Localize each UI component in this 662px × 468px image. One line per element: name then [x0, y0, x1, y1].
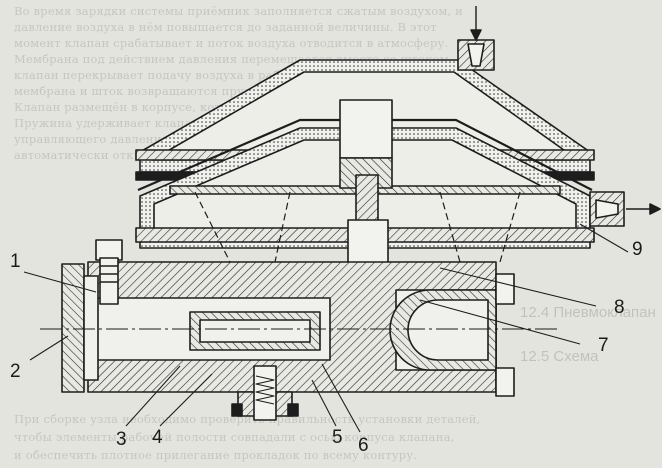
- bg-line: давление воздуха в нём повышается до зад…: [14, 20, 437, 34]
- callout-3: 3: [116, 429, 127, 450]
- callout-1: 1: [10, 251, 21, 272]
- valve-body: [67, 261, 497, 393]
- bg-line: и обеспечить плотное прилегание прокладо…: [14, 448, 418, 462]
- bg-line: момент клапан срабатывает и поток воздух…: [14, 36, 449, 50]
- left-bolt: [95, 239, 123, 305]
- callout-6: 6: [358, 435, 369, 456]
- spring-lines: [194, 191, 521, 263]
- leader-lines: [23, 223, 629, 433]
- inlet-nozzle: [457, 6, 495, 71]
- left-flange: [61, 263, 99, 393]
- right-bolt-top: [495, 273, 515, 305]
- callout-7: 7: [598, 335, 609, 356]
- central-stem: [339, 99, 393, 296]
- callout-9: 9: [632, 239, 643, 260]
- bg-line: При сборке узла необходимо проверить пра…: [14, 412, 481, 426]
- bg-line: Во время зарядки системы приёмник заполн…: [14, 4, 464, 18]
- bg-line: чтобы элементы рабочей полости совпадали…: [14, 430, 455, 444]
- bottom-plug: [231, 365, 299, 421]
- bg-heading: 12.4 Пневмоклапан: [520, 304, 656, 321]
- outlet-nozzle: [589, 191, 661, 227]
- callout-4: 4: [152, 427, 163, 448]
- callout-2: 2: [10, 361, 21, 382]
- callout-8: 8: [614, 297, 625, 318]
- bg-heading: 12.5 Схема: [520, 348, 599, 365]
- callout-5: 5: [332, 427, 343, 448]
- right-bolt-bottom: [495, 367, 515, 397]
